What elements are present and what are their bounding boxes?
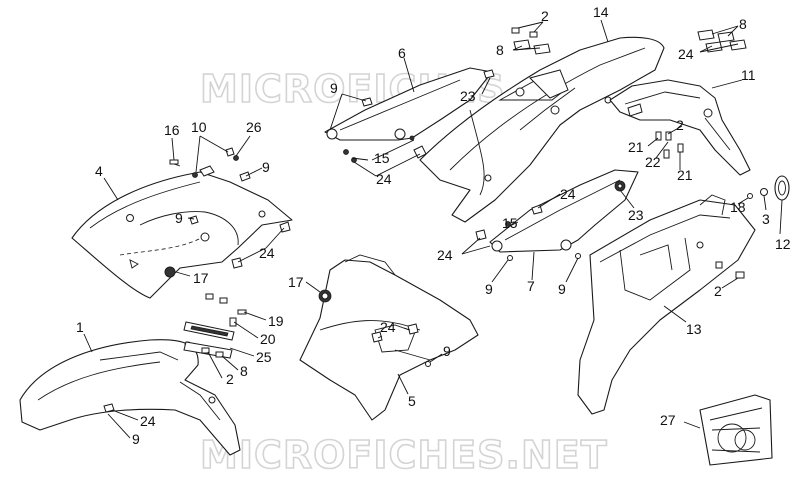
callout-4: 4 xyxy=(95,163,103,179)
callout-9-fender: 9 xyxy=(132,431,140,447)
callout-24-panel: 24 xyxy=(380,319,396,335)
part-side-panel-lower xyxy=(475,169,639,261)
callout-17-mid: 17 xyxy=(288,274,304,290)
callout-2-seat: 2 xyxy=(541,8,549,24)
reflector-hardware xyxy=(747,175,790,201)
callout-labels: 1 2 8 14 8 24 6 9 23 11 16 10 26 15 24 2… xyxy=(76,4,791,447)
callout-8-tail: 8 xyxy=(739,16,747,32)
callout-2-tail: 2 xyxy=(676,117,684,133)
callout-23-lower: 23 xyxy=(628,207,644,223)
callout-6: 6 xyxy=(398,45,406,61)
callout-17-left: 17 xyxy=(193,270,209,286)
callout-22: 22 xyxy=(645,154,661,170)
part-radiator-shroud xyxy=(71,171,293,299)
callout-2-rear: 2 xyxy=(714,283,722,299)
callout-18: 18 xyxy=(730,199,746,215)
callout-10: 10 xyxy=(191,119,207,135)
part-rear-fender xyxy=(577,194,756,415)
part-grommet xyxy=(164,266,176,278)
callout-9-shroud-top: 9 xyxy=(262,159,270,175)
callout-14: 14 xyxy=(593,4,609,20)
front-bracket-hardware xyxy=(183,293,247,359)
callout-15-upper: 15 xyxy=(374,150,390,166)
callout-8-seat: 8 xyxy=(496,42,504,58)
callout-3: 3 xyxy=(762,211,770,227)
callout-2-front: 2 xyxy=(226,371,234,387)
callout-24-lower-left: 24 xyxy=(437,247,453,263)
part-rear-mudguard-upper xyxy=(609,79,751,176)
callout-25: 25 xyxy=(256,349,272,365)
callout-24-fender: 24 xyxy=(140,413,156,429)
callout-9-lower-right: 9 xyxy=(558,281,566,297)
callout-23-upper: 23 xyxy=(460,88,476,104)
callout-11: 11 xyxy=(741,67,756,83)
callout-21-left: 21 xyxy=(628,139,644,155)
callout-19: 19 xyxy=(268,313,284,329)
watermark-bottom: MICROFICHES.NET xyxy=(200,433,608,477)
callout-27: 27 xyxy=(660,412,676,428)
part-left-lower-panel xyxy=(299,254,479,421)
callout-16: 16 xyxy=(164,122,180,138)
callout-7: 7 xyxy=(527,278,535,294)
leader-lines xyxy=(83,19,783,439)
callout-9-panel: 9 xyxy=(443,343,451,359)
callout-15-lower: 15 xyxy=(502,215,518,231)
callout-5: 5 xyxy=(408,393,416,409)
callout-21-right: 21 xyxy=(677,167,693,183)
callout-9-upper-left: 9 xyxy=(330,80,338,96)
callout-20: 20 xyxy=(260,331,276,347)
callout-8-front: 8 xyxy=(240,363,248,379)
callout-9-lower-left: 9 xyxy=(485,281,493,297)
callout-24-upper: 24 xyxy=(376,171,392,187)
callout-24-shroud: 24 xyxy=(259,245,275,261)
callout-12: 12 xyxy=(775,236,791,252)
callout-13: 13 xyxy=(686,321,702,337)
callout-9-shroud-mid: 9 xyxy=(175,210,183,226)
part-seat-tail xyxy=(419,36,665,223)
callout-24-right: 24 xyxy=(560,186,576,202)
seat-clip-hardware xyxy=(511,27,747,55)
part-decal-kit xyxy=(699,394,773,466)
callout-26: 26 xyxy=(246,119,262,135)
callout-24-tail: 24 xyxy=(678,46,694,62)
callout-1: 1 xyxy=(76,319,84,335)
